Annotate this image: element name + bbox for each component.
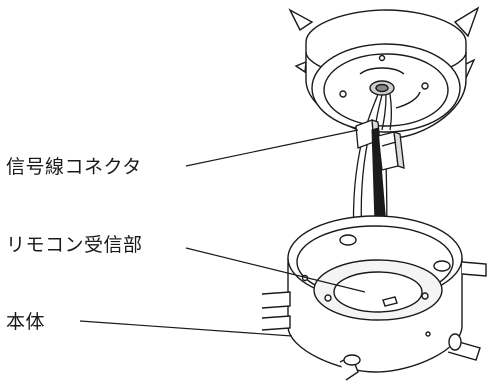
upper-arc-detail-2	[395, 91, 421, 109]
upper-unit	[288, 6, 480, 139]
upper-screw-left	[339, 90, 347, 98]
wire-3	[381, 94, 387, 131]
body-screw-right	[421, 292, 429, 300]
upper-top-rim	[305, 9, 467, 43]
leader-signal-connector	[185, 129, 359, 167]
wire-4	[389, 93, 393, 131]
leader-main-body	[79, 320, 293, 337]
connector-lower-line	[381, 141, 397, 147]
remote-receiver-window	[333, 271, 423, 313]
leader-lines	[79, 129, 366, 337]
main-body	[261, 215, 487, 381]
body-dot	[425, 331, 431, 337]
body-knob-left	[339, 234, 357, 246]
pipe-bottom-end	[343, 354, 361, 366]
receiver-chip	[382, 296, 398, 307]
connector-lower-side	[393, 131, 405, 169]
upper-tab-right	[453, 6, 480, 38]
upper-bottom-inner	[323, 53, 449, 127]
upper-screw-right	[421, 82, 429, 90]
label-signal-connector: 信号線コネクタ	[6, 156, 142, 178]
pipe-right-lower-end	[448, 333, 462, 351]
upper-grommet-hole	[375, 83, 389, 93]
upper-tab-left	[288, 8, 314, 32]
upper-screw-top	[378, 54, 386, 62]
label-remote-receiver: リモコン受信部	[6, 234, 143, 256]
label-main-body: 本体	[6, 311, 46, 333]
pipe-right	[461, 261, 487, 277]
upper-tab-left-low	[294, 60, 307, 74]
upper-arc-detail	[359, 67, 405, 75]
body-knob-right	[433, 260, 451, 272]
leader-remote-receiver	[185, 247, 366, 293]
body-screw-left	[324, 294, 332, 302]
pipe-left-upper	[261, 291, 291, 309]
pipe-left-lower	[261, 315, 291, 331]
